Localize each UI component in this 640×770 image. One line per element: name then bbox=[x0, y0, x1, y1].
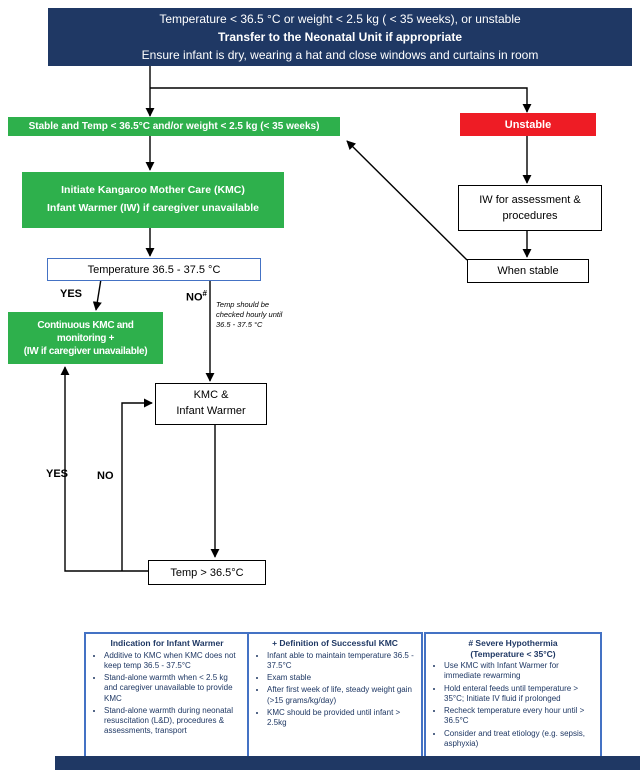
footnote-bullet: Stand-alone warmth when < 2.5 kg and car… bbox=[104, 673, 243, 704]
footnote-severe-hypothermia-title: # Severe Hypothermia bbox=[468, 638, 558, 648]
node-kmc-infant-warmer-line1: KMC & bbox=[193, 389, 229, 402]
footnote-infant-warmer-title: Indication for Infant Warmer bbox=[110, 638, 224, 648]
node-unstable-label: Unstable bbox=[504, 118, 552, 131]
node-temp-above-label: Temp > 36.5°C bbox=[170, 566, 244, 579]
label-no-loop: NO bbox=[97, 470, 114, 482]
footnote-successful-kmc-title: + Definition of Successful KMC bbox=[272, 638, 398, 648]
node-stable-branch-label: Stable and Temp < 36.5°C and/or weight <… bbox=[28, 121, 320, 132]
header-line-2: Transfer to the Neonatal Unit if appropr… bbox=[217, 30, 463, 44]
footnote-bullet: Consider and treat etiology (e.g. sepsis… bbox=[444, 729, 595, 749]
arrow-tempcheck-yes bbox=[92, 278, 102, 311]
footnote-severe-hypothermia-list: Use KMC with Infant Warmer for immediate… bbox=[431, 661, 595, 749]
label-no-top-text: NO bbox=[186, 291, 203, 304]
footnote-bullet: Infant able to maintain temperature 36.5… bbox=[267, 651, 416, 671]
arrow-tempabove-no-loop bbox=[121, 398, 153, 571]
footnote-infant-warmer-list: Additive to KMC when KMC does not keep t… bbox=[91, 651, 243, 737]
node-initiate-kmc-line1: Initiate Kangaroo Mother Care (KMC) bbox=[61, 184, 245, 197]
header-line-1: Temperature < 36.5 °C or weight < 2.5 kg… bbox=[159, 12, 521, 26]
footnote-successful-kmc: + Definition of Successful KMC Infant ab… bbox=[247, 632, 423, 766]
node-continuous-kmc-line3: (IW if caregiver unavailable) bbox=[23, 345, 148, 357]
node-temp-check: Temperature 36.5 - 37.5 °C bbox=[47, 258, 261, 281]
footer-bar bbox=[55, 756, 640, 770]
footnote-severe-hypothermia: # Severe Hypothermia (Temperature < 35°C… bbox=[424, 632, 602, 766]
header-line-3: Ensure infant is dry, wearing a hat and … bbox=[141, 48, 539, 62]
footnote-bullet: Additive to KMC when KMC does not keep t… bbox=[104, 651, 243, 671]
label-no-top-sup: # bbox=[202, 289, 207, 298]
footnote-bullet: Use KMC with Infant Warmer for immediate… bbox=[444, 661, 595, 681]
header-banner: Temperature < 36.5 °C or weight < 2.5 kg… bbox=[48, 8, 632, 66]
hourly-check-note: Temp should be checked hourly until 36.5… bbox=[216, 300, 283, 329]
label-no-top: NO# bbox=[186, 289, 207, 304]
node-initiate-kmc: Initiate Kangaroo Mother Care (KMC) Infa… bbox=[22, 172, 284, 228]
node-stable-branch: Stable and Temp < 36.5°C and/or weight <… bbox=[8, 117, 340, 136]
arrow-whenstable-to-stable bbox=[346, 140, 468, 261]
footnote-bullet: Stand-alone warmth during neonatal resus… bbox=[104, 706, 243, 737]
node-unstable: Unstable bbox=[460, 113, 596, 136]
node-temp-check-label: Temperature 36.5 - 37.5 °C bbox=[87, 263, 221, 276]
node-iw-assessment: IW for assessment & procedures bbox=[458, 185, 602, 231]
footnote-successful-kmc-list: Infant able to maintain temperature 36.5… bbox=[254, 651, 416, 729]
node-continuous-kmc: Continuous KMC and monitoring + (IW if c… bbox=[8, 312, 163, 364]
node-temp-above: Temp > 36.5°C bbox=[148, 560, 266, 585]
footnote-severe-hypothermia-title2: (Temperature < 35°C) bbox=[470, 648, 556, 659]
node-continuous-kmc-line2: monitoring + bbox=[56, 332, 115, 344]
node-initiate-kmc-line2: Infant Warmer (IW) if caregiver unavaila… bbox=[47, 202, 259, 214]
footnote-bullet: Recheck temperature every hour until > 3… bbox=[444, 706, 595, 726]
node-iw-assessment-line1: IW for assessment & bbox=[479, 193, 581, 206]
footnote-bullet: Hold enteral feeds until temperature > 3… bbox=[444, 684, 595, 704]
arrow-tempabove-yes-loop bbox=[60, 366, 148, 572]
footnote-bullet: After first week of life, steady weight … bbox=[267, 685, 416, 705]
label-yes-top: YES bbox=[60, 288, 83, 300]
node-when-stable-label: When stable bbox=[497, 265, 559, 277]
node-iw-assessment-line2: procedures bbox=[502, 210, 558, 222]
node-kmc-infant-warmer: KMC & Infant Warmer bbox=[155, 383, 267, 425]
node-kmc-infant-warmer-line2: Infant Warmer bbox=[176, 405, 246, 417]
label-yes-loop: YES bbox=[46, 468, 69, 480]
arrow-header-to-unstable bbox=[150, 87, 532, 113]
footnote-bullet: Exam stable bbox=[267, 673, 416, 683]
node-when-stable: When stable bbox=[467, 259, 589, 283]
footnote-infant-warmer: Indication for Infant Warmer Additive to… bbox=[84, 632, 250, 766]
footnote-bullet: KMC should be provided until infant > 2.… bbox=[267, 708, 416, 728]
node-continuous-kmc-line1: Continuous KMC and bbox=[37, 319, 134, 331]
